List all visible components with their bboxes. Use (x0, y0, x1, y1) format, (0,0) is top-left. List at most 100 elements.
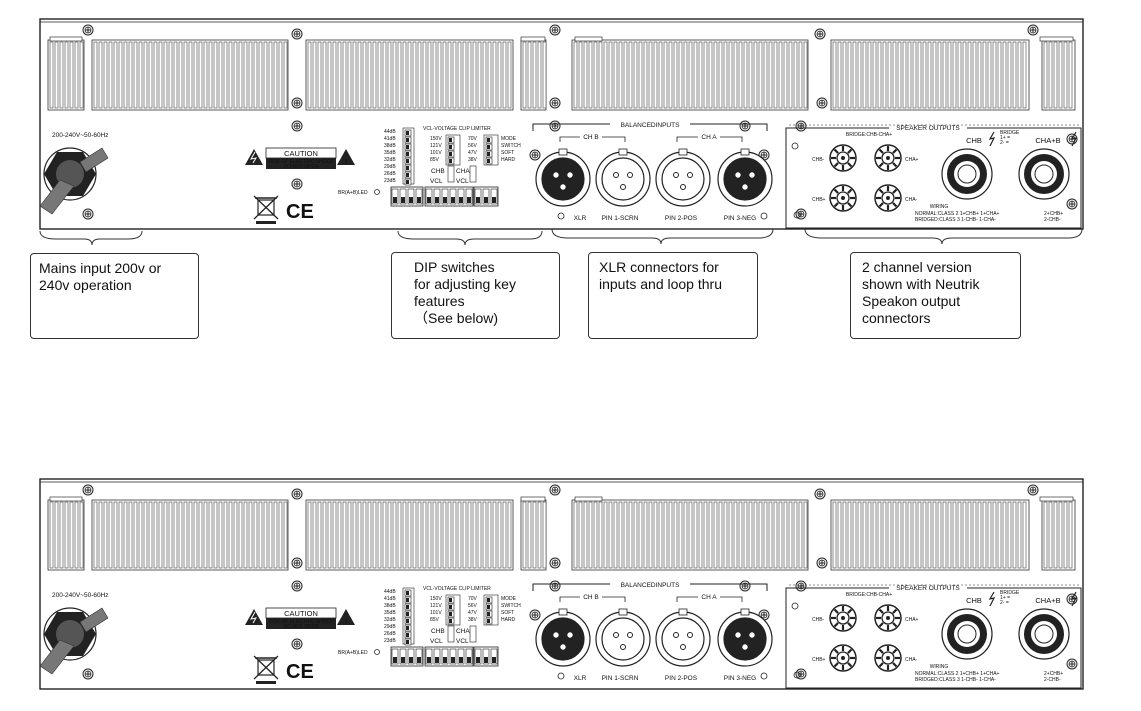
vent-slot (733, 41, 738, 109)
vent-slot (322, 501, 327, 569)
vent-grille (830, 39, 1030, 111)
vent-slot (537, 41, 542, 109)
vent-slot (688, 501, 693, 569)
db-level-label: 26dB (384, 171, 396, 177)
vent-slot (703, 501, 708, 569)
bin-cross (253, 655, 279, 680)
binding-post-icon (874, 144, 902, 172)
pin-label: PIN 3-NEG (724, 675, 757, 682)
xlr-face (601, 617, 645, 661)
bridge-led (374, 189, 380, 195)
vent-slot (128, 501, 133, 569)
xlr-pin (620, 644, 626, 650)
vent-slot (422, 41, 427, 109)
vent-slot (392, 501, 397, 569)
vent-slot (477, 501, 482, 569)
db-level-label: 44dB (384, 589, 396, 595)
bin-bar (256, 681, 276, 684)
vent-slot (412, 501, 417, 569)
vent-slot (49, 41, 54, 109)
bridge-legend-line: 2- = (1000, 600, 1009, 606)
vent-slot (357, 41, 362, 109)
screw-icon (549, 120, 561, 132)
voltage-label: 38V (468, 157, 478, 163)
cha-label-bg (698, 593, 720, 601)
binding-knurl (892, 608, 898, 614)
vent-tab (49, 496, 83, 502)
dip-switch-lever (487, 619, 490, 623)
bridge-mode-label: BRIDGE:CHB-CHA+ (846, 592, 892, 598)
screw-slot (85, 211, 91, 217)
vent-slot (867, 41, 872, 109)
dip-switch-lever (427, 657, 431, 663)
dip-switch-lever (406, 180, 409, 184)
dip-switch-lever (487, 598, 490, 602)
dip-switch-frame (390, 646, 424, 667)
screw-ring (84, 670, 92, 678)
vcl-dip-frame (445, 134, 461, 166)
input-led (760, 212, 768, 220)
screw-ring (818, 559, 826, 567)
mode-label: HARD (501, 157, 516, 163)
screw-icon (549, 557, 561, 569)
vent-slot (417, 501, 422, 569)
vent-slot (847, 501, 852, 569)
xlr-pin (566, 631, 574, 639)
vent-slot (377, 501, 382, 569)
screw-ring (551, 582, 559, 590)
vent-slot (1007, 41, 1012, 109)
vent-slot (907, 501, 912, 569)
vent-slot (698, 41, 703, 109)
xlr-pin (687, 632, 693, 638)
dip-vcl-label: VCL (456, 638, 469, 645)
dip-vcl-label: VCL (456, 178, 469, 185)
bridge-legend-line: 1+ = (1000, 595, 1010, 601)
vent-slot (763, 501, 768, 569)
binding-post-icon (874, 644, 902, 672)
vent-slot (623, 41, 628, 109)
vent-slot (1002, 41, 1007, 109)
bridge-led-label: BR(A+B)LED (338, 650, 368, 656)
dip-switch (482, 188, 490, 205)
vent-slot (638, 501, 643, 569)
screw-slot (798, 671, 804, 677)
vent-slot (987, 41, 992, 109)
caution-line-2: DO NOT OPEN (284, 164, 319, 170)
vent-slot (532, 41, 537, 109)
power-cable (39, 639, 75, 675)
vent-slot (253, 41, 258, 109)
dip-switch (457, 648, 465, 665)
vent-slot (967, 501, 972, 569)
xlr-pin (687, 172, 693, 178)
vent-slot (188, 501, 193, 569)
xlr-face (723, 617, 767, 661)
vent-frame (91, 39, 289, 111)
vent-slot (902, 41, 907, 109)
dip-switch-lever (406, 633, 409, 637)
vent-slot (942, 41, 947, 109)
screw-ring (293, 99, 301, 107)
dip-switch-lever (487, 612, 490, 616)
vent-slot (243, 41, 248, 109)
vent-frame (305, 39, 514, 111)
vent-slot (668, 501, 673, 569)
voltage-label: 56V (468, 603, 478, 609)
mode-tag-box (469, 625, 477, 643)
vent-slot (357, 501, 362, 569)
binding-post-icon (874, 604, 902, 632)
vent-slot (608, 501, 613, 569)
speakon-inner (1034, 164, 1054, 184)
dip-switch (465, 188, 473, 205)
xlr-connector-icon (655, 148, 711, 207)
screw-icon (795, 208, 807, 220)
vent-slot (932, 501, 937, 569)
screw-ring (551, 99, 559, 107)
vent-slot (218, 41, 223, 109)
outputs-title: SPEAKER OUTPUTS (896, 585, 960, 592)
vent-grille (47, 39, 85, 111)
vent-slot (487, 41, 492, 109)
speakon-inner (957, 164, 977, 184)
xlr-connector-icon (535, 608, 591, 667)
screw-icon (549, 484, 561, 496)
